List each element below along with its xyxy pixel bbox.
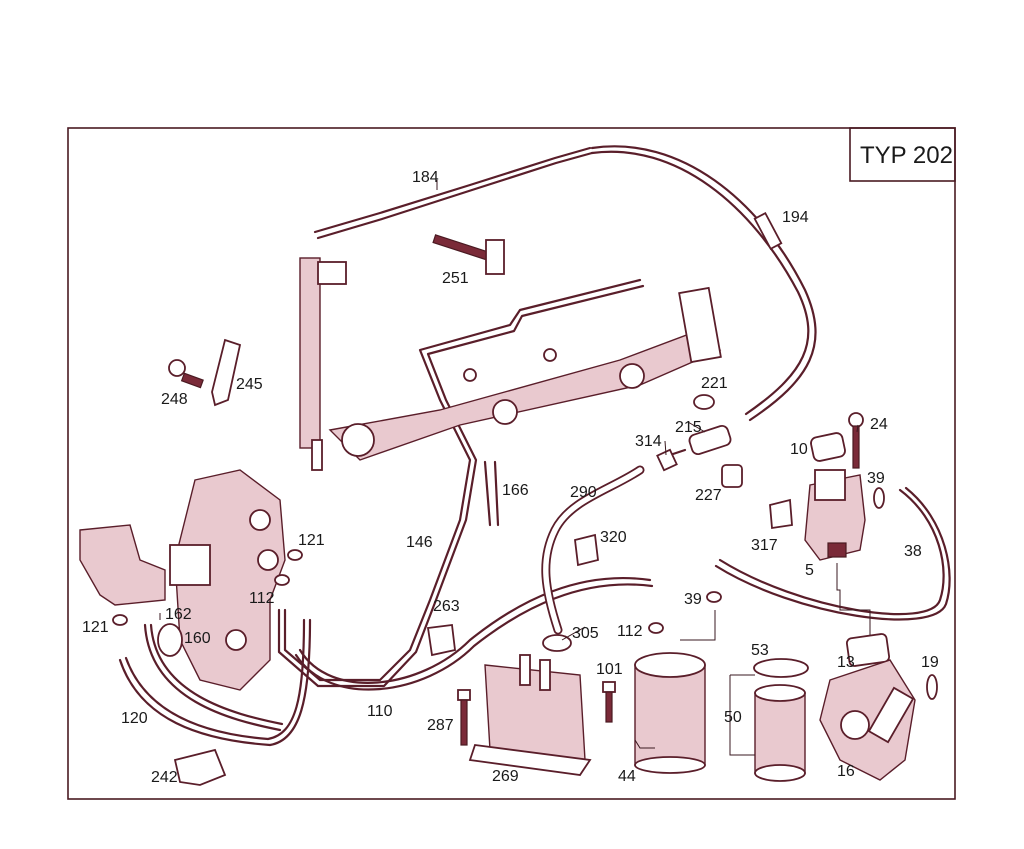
- bolt-101: [602, 681, 616, 723]
- label-112-left: 112: [249, 590, 275, 607]
- clamp-263: [426, 623, 456, 657]
- label-248: 248: [161, 391, 188, 408]
- label-120: 120: [121, 710, 148, 727]
- ring-112-left: [274, 574, 290, 586]
- clamp-245: [211, 338, 242, 407]
- label-24: 24: [870, 416, 888, 433]
- label-121-left: 121: [82, 619, 109, 636]
- common-rail: [328, 286, 722, 461]
- label-19: 19: [921, 654, 939, 671]
- label-13: 13: [837, 654, 855, 671]
- label-221: 221: [701, 375, 728, 392]
- label-160: 160: [184, 630, 211, 647]
- label-112-right: 112: [617, 623, 643, 640]
- label-227: 227: [695, 487, 722, 504]
- injector: [299, 257, 347, 471]
- bolt-248: [168, 359, 204, 389]
- high-pressure-pump: [79, 469, 286, 691]
- label-50: 50: [724, 709, 742, 726]
- filter-44: [634, 652, 706, 774]
- label-184: 184: [412, 169, 439, 186]
- ring-121-left: [112, 614, 128, 626]
- filter-element-50: [754, 659, 806, 782]
- label-39-upper: 39: [867, 470, 885, 487]
- label-194: 194: [782, 209, 809, 226]
- label-38: 38: [904, 543, 922, 560]
- bolt-24: [848, 412, 864, 469]
- clip-242: [173, 748, 227, 786]
- clamp-320: [574, 533, 599, 567]
- label-53: 53: [751, 642, 769, 659]
- leader-lines: [159, 180, 871, 756]
- label-39-lower: 39: [684, 591, 702, 608]
- label-290: 290: [570, 484, 597, 501]
- label-317: 317: [751, 537, 778, 554]
- label-305: 305: [572, 625, 599, 642]
- type-box: TYP 202: [849, 127, 956, 182]
- type-label: TYP 202: [860, 142, 953, 169]
- label-215: 215: [675, 419, 702, 436]
- label-245: 245: [236, 376, 263, 393]
- label-101: 101: [596, 661, 623, 678]
- ring-121-right: [287, 549, 303, 561]
- label-5: 5: [805, 562, 814, 579]
- clamp-317: [769, 498, 793, 530]
- label-320: 320: [600, 529, 627, 546]
- bolt-287: [457, 689, 471, 746]
- part-labels: 184 194 251 248 245 221 215 314 24 10 39…: [82, 169, 939, 786]
- label-269: 269: [492, 768, 519, 785]
- hose-290: [541, 465, 645, 635]
- hose-194: [753, 211, 783, 251]
- ring-112-right: [648, 622, 664, 634]
- ring-221: [693, 394, 715, 410]
- label-314: 314: [635, 433, 662, 450]
- sleeve-314: [656, 448, 678, 472]
- label-16: 16: [837, 763, 855, 780]
- label-251: 251: [442, 270, 469, 287]
- diagram-frame: [67, 127, 956, 800]
- label-166: 166: [502, 482, 529, 499]
- ring-53: [753, 658, 809, 678]
- ring-160: [157, 623, 183, 657]
- ring-19: [926, 674, 938, 700]
- gasket-13: [845, 633, 891, 667]
- label-44: 44: [618, 768, 636, 785]
- ring-39-lower: [706, 591, 722, 603]
- label-121-right: 121: [298, 532, 325, 549]
- fitting-227: [721, 464, 743, 488]
- cooler-269: [468, 654, 592, 776]
- label-162: 162: [165, 606, 192, 623]
- ring-39-upper: [873, 487, 885, 509]
- gasket-10: [810, 432, 846, 462]
- label-146: 146: [406, 534, 433, 551]
- regulator-block-5: [804, 469, 866, 561]
- clip-251: [432, 234, 505, 275]
- label-287: 287: [427, 717, 454, 734]
- label-263: 263: [433, 598, 460, 615]
- label-242: 242: [151, 769, 178, 786]
- label-110: 110: [367, 703, 393, 720]
- fuel-lines: [118, 145, 951, 747]
- filter-housing-16: [819, 659, 916, 781]
- label-10: 10: [790, 441, 808, 458]
